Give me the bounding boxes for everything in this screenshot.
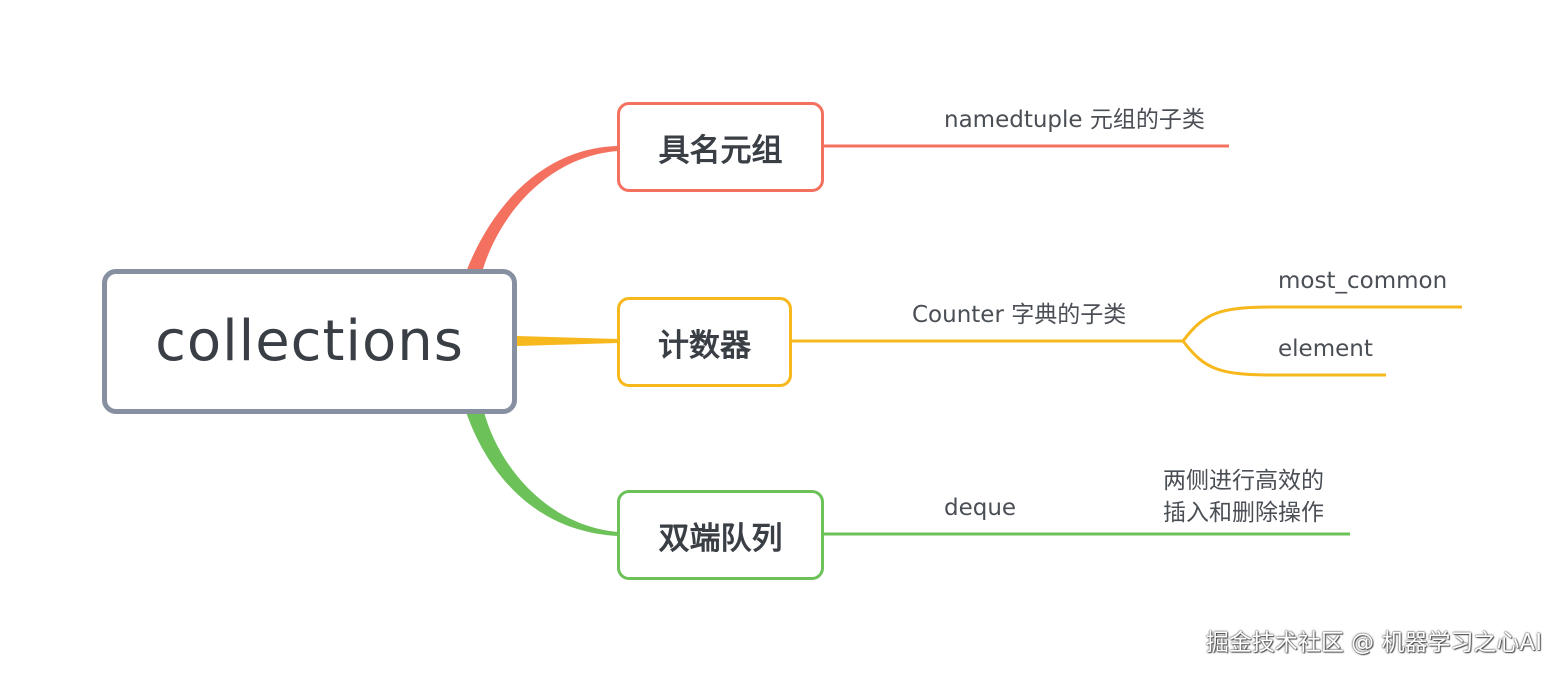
root-node-collections: collections (102, 269, 517, 414)
leaf-most-common: most_common (1278, 268, 1448, 294)
connector-root-counter (517, 336, 618, 346)
connector-root-namedtuple (466, 146, 618, 272)
connector-root-deque (466, 412, 618, 536)
leaf-counter: Counter 字典的子类 (912, 302, 1127, 328)
watermark: 掘金技术社区 @ 机器学习之心AI (1205, 630, 1542, 656)
leaf-namedtuple: namedtuple 元组的子类 (944, 107, 1205, 133)
leaf-element: element (1278, 336, 1373, 362)
deque-note-line-2: 插入和删除操作 (1163, 500, 1324, 526)
deque-note-line-1: 两侧进行高效的 (1163, 468, 1324, 494)
line-element (1181, 340, 1386, 377)
line-most-common (1181, 305, 1462, 342)
branch-node-deque: 双端队列 (617, 490, 824, 580)
branch-node-counter: 计数器 (617, 297, 792, 387)
branch-node-namedtuple: 具名元组 (617, 102, 824, 192)
leaf-deque-note: 两侧进行高效的 插入和删除操作 (1163, 465, 1324, 529)
leaf-deque: deque (944, 495, 1017, 521)
